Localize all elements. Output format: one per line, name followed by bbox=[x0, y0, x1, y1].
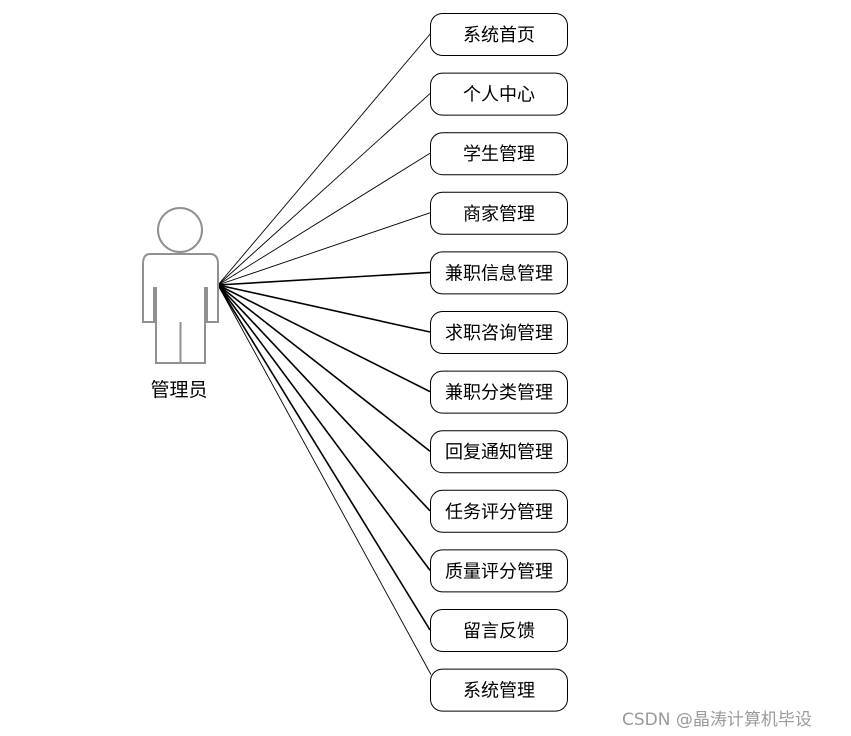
use-case-item: 学生管理 bbox=[430, 132, 568, 176]
use-case-box bbox=[430, 251, 568, 295]
use-case-box bbox=[430, 668, 568, 712]
use-case-label: 兼职信息管理 bbox=[445, 263, 553, 284]
association-line bbox=[217, 284, 431, 512]
association-line bbox=[217, 32, 432, 286]
use-case-item: 求职咨询管理 bbox=[430, 311, 568, 354]
use-case-item: 个人中心 bbox=[430, 72, 568, 116]
association-line bbox=[217, 284, 432, 675]
use-case-item: 系统管理 bbox=[430, 668, 568, 712]
use-case-box bbox=[430, 72, 568, 116]
use-case-box bbox=[430, 13, 568, 56]
association-line bbox=[217, 212, 431, 286]
association-line bbox=[217, 284, 431, 571]
actor-head bbox=[157, 207, 203, 253]
use-case-label: 个人中心 bbox=[463, 85, 535, 106]
association-line bbox=[217, 284, 431, 333]
association-line bbox=[217, 93, 431, 286]
use-case-item: 兼职分类管理 bbox=[430, 370, 568, 414]
use-case-item: 兼职信息管理 bbox=[430, 251, 568, 295]
association-line bbox=[217, 284, 431, 631]
use-case-box bbox=[430, 370, 568, 414]
use-case-label: 留言反馈 bbox=[463, 621, 535, 642]
use-case-box bbox=[430, 430, 568, 474]
use-case-box bbox=[430, 549, 568, 593]
use-case-box bbox=[430, 609, 568, 652]
use-case-list: 系统首页个人中心学生管理商家管理兼职信息管理求职咨询管理兼职分类管理回复通知管理… bbox=[430, 13, 568, 712]
use-case-box bbox=[430, 489, 568, 533]
association-lines bbox=[217, 32, 432, 675]
use-case-item: 质量评分管理 bbox=[430, 549, 568, 593]
use-case-box bbox=[430, 132, 568, 176]
use-case-box bbox=[430, 191, 568, 235]
association-line bbox=[217, 284, 431, 393]
use-case-label: 回复通知管理 bbox=[445, 442, 553, 463]
actor-label: 管理员 bbox=[150, 379, 207, 401]
use-case-item: 回复通知管理 bbox=[430, 430, 568, 474]
use-case-label: 任务评分管理 bbox=[445, 502, 553, 523]
association-line bbox=[217, 271, 431, 286]
association-line bbox=[217, 284, 431, 452]
use-case-label: 学生管理 bbox=[463, 144, 535, 165]
use-case-label: 商家管理 bbox=[463, 204, 535, 225]
association-line bbox=[217, 152, 431, 286]
use-case-item: 系统首页 bbox=[430, 13, 568, 56]
use-case-label: 求职咨询管理 bbox=[445, 323, 553, 344]
watermark: CSDN @晶涛计算机毕设 bbox=[622, 710, 812, 730]
actor-body bbox=[142, 253, 219, 364]
use-case-label: 兼职分类管理 bbox=[445, 383, 553, 404]
use-case-item: 任务评分管理 bbox=[430, 489, 568, 533]
use-case-label: 质量评分管理 bbox=[445, 561, 553, 582]
use-case-item: 留言反馈 bbox=[430, 609, 568, 652]
use-case-item: 商家管理 bbox=[430, 191, 568, 235]
use-case-box bbox=[430, 311, 568, 354]
actor-administrator: 管理员 bbox=[142, 207, 219, 401]
use-case-label: 系统管理 bbox=[463, 681, 535, 702]
use-case-label: 系统首页 bbox=[463, 25, 535, 46]
